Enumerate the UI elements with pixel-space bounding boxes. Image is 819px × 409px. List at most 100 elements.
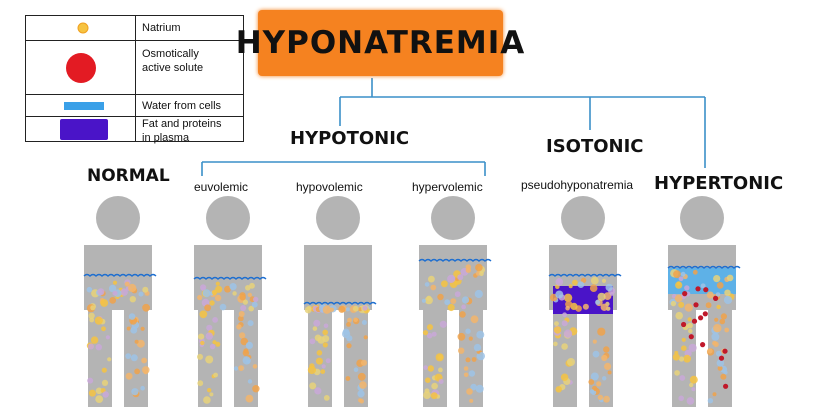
- natrium-dot: [358, 398, 363, 403]
- natrium-dot: [476, 330, 485, 339]
- natrium-dot: [716, 304, 721, 310]
- natrium-dot: [112, 280, 118, 285]
- natrium-dot: [689, 375, 698, 384]
- natrium-dot: [140, 326, 145, 331]
- natrium-dot: [126, 326, 131, 331]
- natrium-dot: [597, 327, 606, 336]
- natrium-dot: [95, 395, 104, 403]
- natrium-dot: [128, 313, 136, 320]
- natrium-dot: [197, 380, 204, 387]
- natrium-dot: [604, 362, 612, 370]
- natrium-dot: [601, 278, 607, 283]
- natrium-dot-icon: [77, 22, 89, 34]
- natrium-dot: [357, 390, 365, 398]
- natrium-dot: [242, 356, 251, 365]
- natrium-dot: [461, 296, 470, 304]
- natrium-dot: [444, 299, 451, 306]
- figure-head: [316, 196, 360, 240]
- fat-protein-box-icon: [60, 119, 108, 140]
- natrium-dot: [240, 337, 249, 346]
- natrium-dot: [603, 395, 610, 403]
- natrium-dot: [120, 288, 128, 296]
- natrium-dot: [142, 303, 151, 312]
- natrium-dot: [554, 321, 559, 326]
- natrium-dot: [475, 384, 484, 393]
- natrium-dot: [603, 346, 610, 353]
- natrium-dot: [239, 332, 246, 339]
- natrium-dot: [712, 340, 717, 346]
- solute-dot: [703, 287, 709, 293]
- natrium-dot: [101, 367, 107, 373]
- natrium-dot: [215, 281, 220, 286]
- natrium-dot: [109, 297, 117, 304]
- natrium-dot: [678, 301, 685, 308]
- solute-dot: [693, 302, 699, 308]
- natrium-dot: [468, 336, 473, 341]
- natrium-dot: [200, 340, 205, 346]
- solute-dot: [682, 291, 688, 297]
- water-level-line: [418, 258, 492, 262]
- natrium-dot: [465, 328, 471, 334]
- natrium-dot: [205, 332, 213, 340]
- natrium-dot: [471, 357, 477, 362]
- category-normal: NORMAL: [87, 166, 170, 186]
- natrium-dot: [362, 305, 368, 311]
- natrium-dot: [358, 307, 363, 312]
- natrium-dot: [219, 303, 227, 311]
- natrium-dot: [684, 285, 690, 291]
- natrium-dot: [87, 377, 94, 384]
- natrium-dot: [423, 391, 431, 399]
- natrium-dot: [90, 336, 99, 344]
- natrium-dot: [424, 282, 430, 287]
- natrium-dot: [107, 357, 112, 362]
- natrium-dot: [306, 305, 312, 311]
- water-bar-icon: [64, 102, 104, 110]
- natrium-dot: [421, 298, 426, 303]
- natrium-dot: [715, 350, 722, 357]
- natrium-dot: [700, 283, 706, 289]
- natrium-dot: [707, 348, 713, 354]
- natrium-dot: [245, 394, 254, 403]
- natrium-dot: [463, 372, 469, 378]
- natrium-dot: [463, 366, 469, 371]
- natrium-dot: [474, 289, 483, 299]
- natrium-dot: [724, 289, 731, 296]
- figure-euvolemic: [193, 196, 267, 407]
- natrium-dot: [100, 299, 109, 307]
- natrium-dot: [136, 339, 145, 348]
- legend: Natrium Osmotically active solute Water …: [25, 15, 244, 144]
- natrium-dot: [209, 343, 216, 350]
- natrium-dot: [314, 387, 322, 395]
- natrium-dot: [307, 365, 316, 375]
- natrium-dot: [88, 312, 95, 319]
- natrium-dot: [713, 324, 722, 333]
- natrium-dot: [431, 331, 437, 337]
- natrium-dot: [232, 291, 237, 296]
- natrium-dot: [555, 278, 564, 286]
- natrium-dot: [312, 326, 318, 331]
- natrium-dot: [247, 379, 253, 384]
- natrium-dot: [353, 317, 359, 323]
- natrium-dot: [465, 357, 471, 363]
- natrium-dot: [470, 383, 477, 391]
- natrium-dot: [714, 317, 719, 322]
- figure-hypovolemic: [303, 196, 377, 407]
- category-isotonic: ISOTONIC: [546, 136, 644, 157]
- natrium-dot: [142, 286, 149, 293]
- natrium-dot: [425, 377, 431, 384]
- subtype-euvolemic: euvolemic: [194, 180, 249, 194]
- diagram-title: HYPONATREMIA: [236, 10, 524, 76]
- natrium-dot: [470, 315, 479, 324]
- natrium-dot: [346, 343, 352, 349]
- natrium-dot: [248, 305, 254, 312]
- figure-head: [561, 196, 605, 240]
- natrium-dot: [238, 315, 244, 322]
- natrium-dot: [357, 372, 366, 381]
- natrium-dot: [361, 320, 367, 325]
- natrium-dot: [105, 335, 110, 340]
- natrium-dot: [125, 372, 133, 380]
- natrium-dot: [553, 326, 562, 334]
- natrium-dot: [252, 364, 258, 369]
- natrium-dot: [206, 324, 213, 331]
- natrium-dot: [670, 300, 677, 307]
